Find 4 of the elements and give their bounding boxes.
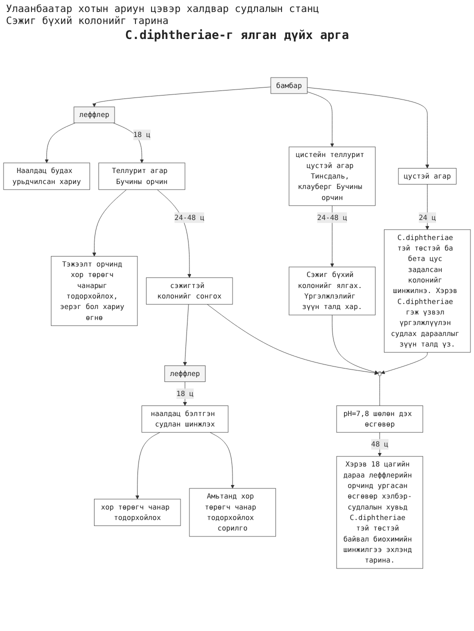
- node-cylinder: [378, 371, 382, 376]
- diagram-title: C.diphtheriae-г ялган дүйх арга: [124, 28, 350, 42]
- note-text: Сэжиг бүхий колонийг тарина: [6, 16, 170, 27]
- note-text: Улаанбаатар хотын ариун цэвэр халдвар судлалын станц: [6, 4, 320, 15]
